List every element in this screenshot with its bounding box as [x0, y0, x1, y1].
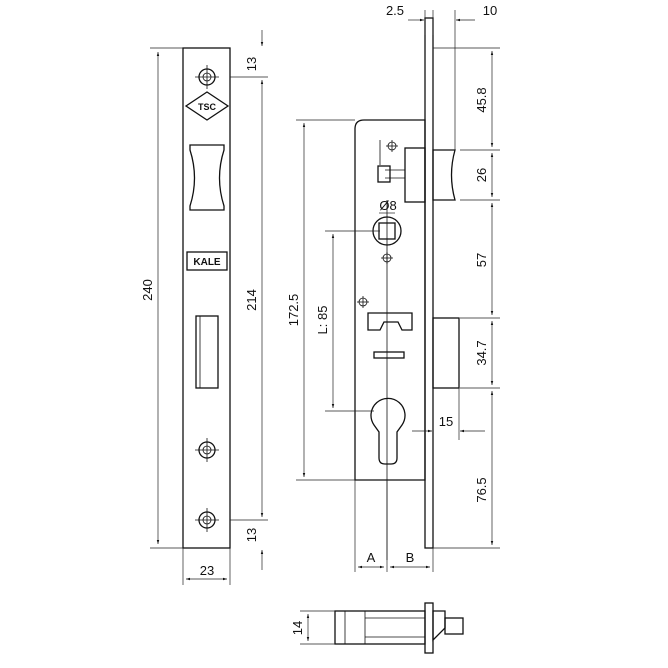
dim-23-label: 23: [200, 563, 214, 578]
dim-latch-height: 26: [474, 153, 494, 197]
dim-172-5-label: 172.5: [286, 294, 301, 327]
top-screw-hole: [195, 65, 219, 89]
front-view: TSC KALE: [140, 30, 268, 585]
latch-window: [189, 144, 225, 211]
bottom-body: [334, 610, 426, 645]
faceplate-outline: [182, 47, 231, 549]
latch-bolt: [377, 140, 456, 203]
dim-bottom-hole: 13: [244, 528, 264, 570]
dim-o8-label: Ø8: [379, 198, 396, 213]
dim-34-7-label: 34.7: [474, 340, 489, 365]
dim-214-label: 214: [244, 289, 259, 311]
dim-latch-to-top: 45.8: [474, 51, 494, 147]
bottom-screw-hole: [195, 508, 219, 532]
dim-2-5-label: 2.5: [386, 3, 404, 18]
tsc-logo-text: TSC: [198, 102, 217, 112]
dim-total-height: 240: [140, 47, 183, 549]
dim-240-label: 240: [140, 279, 155, 301]
deadbolt-window: [195, 315, 219, 389]
dim-width: 23: [182, 548, 231, 585]
dim-14-label: 14: [290, 621, 305, 635]
cylinder-cutout: [370, 397, 406, 465]
kale-logo: KALE: [186, 251, 228, 271]
dim-top-hole: 13: [244, 30, 264, 71]
dim-15-label: 15: [439, 414, 453, 429]
dim-13-bottom-label: 13: [244, 528, 259, 542]
tsc-logo: TSC: [184, 91, 230, 121]
bottom-faceplate: [424, 602, 434, 654]
side-view: 2.5 10 45.8 26 57: [286, 3, 500, 572]
dim-l-85-label: L: 85: [315, 306, 330, 335]
dim-deadbolt-projection: 15: [412, 388, 485, 440]
dim-faceplate-thickness: 2.5: [386, 3, 434, 35]
dim-45-8-label: 45.8: [474, 87, 489, 112]
dim-latch-projection: 10: [454, 3, 497, 150]
dim-a-b: A B: [354, 480, 434, 572]
dim-57-label: 57: [474, 253, 489, 267]
dim-square-spindle: Ø8: [379, 198, 397, 214]
dim-inner-height: 214: [230, 76, 268, 521]
dim-deadbolt-height: 34.7: [474, 321, 494, 385]
deadbolt-cam: [357, 296, 413, 359]
kale-logo-text: KALE: [193, 257, 221, 268]
dim-body-height: 172.5: [286, 119, 355, 481]
dim-spindle-to-deadbolt: 57: [474, 203, 494, 315]
dim-a-label: A: [367, 550, 376, 565]
dim-26-label: 26: [474, 168, 489, 182]
dim-10-label: 10: [483, 3, 497, 18]
dim-13-top-label: 13: [244, 57, 259, 71]
dim-center-distance: L: 85: [315, 230, 380, 412]
dim-76-5-label: 76.5: [474, 477, 489, 502]
side-faceplate: [424, 17, 434, 549]
dim-b-label: B: [406, 550, 415, 565]
lock-body-outline: [354, 119, 426, 481]
dim-cylinder-to-bottom: 76.5: [474, 391, 494, 545]
deadbolt: [432, 317, 460, 389]
bottom-view: 14: [290, 602, 464, 654]
dim-bottom-thickness: 14: [290, 610, 335, 645]
lower-screw-hole: [195, 438, 219, 462]
